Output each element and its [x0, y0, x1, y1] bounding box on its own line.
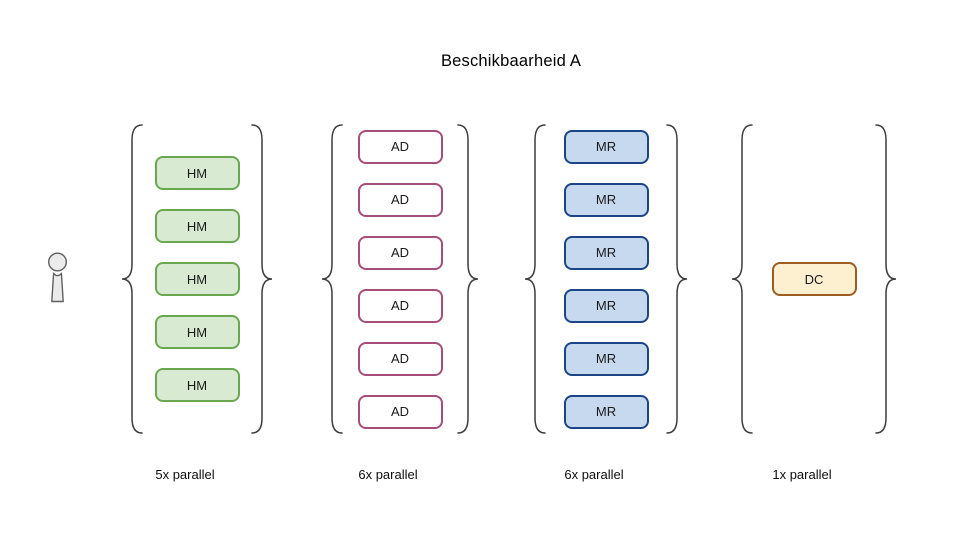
right-brace-icon — [251, 124, 273, 434]
node-ad: AD — [357, 129, 443, 164]
node-ad: AD — [357, 341, 443, 376]
right-brace-icon — [875, 124, 897, 434]
node-ad: AD — [357, 394, 443, 429]
node-hm: HM — [154, 262, 240, 296]
node-mr: MR — [563, 182, 649, 217]
node-hm: HM — [154, 209, 240, 243]
node-hm: HM — [154, 315, 240, 349]
node-mr: MR — [563, 341, 649, 376]
node-stack-hm: HM HM HM HM HM — [143, 124, 251, 434]
node-mr: MR — [563, 235, 649, 270]
node-ad: AD — [357, 182, 443, 217]
left-brace-icon — [731, 124, 753, 434]
right-brace-icon — [666, 124, 688, 434]
node-mr: MR — [563, 394, 649, 429]
node-stack-dc: DC — [753, 124, 875, 434]
node-ad: AD — [357, 288, 443, 323]
group-mr: MR MR MR MR MR MR 6x parallel — [524, 124, 688, 482]
parallel-label-dc: 1x parallel — [772, 467, 832, 482]
right-brace-icon — [457, 124, 479, 434]
parallel-label-mr: 6x parallel — [564, 467, 624, 482]
node-dc: DC — [771, 262, 857, 296]
node-mr: MR — [563, 288, 649, 323]
node-stack-ad: AD AD AD AD AD AD — [343, 124, 457, 434]
group-ad: AD AD AD AD AD AD 6x parallel — [321, 124, 479, 482]
node-ad: AD — [357, 235, 443, 270]
node-mr: MR — [563, 129, 649, 164]
diagram-title: Beschikbaarheid A — [440, 52, 582, 70]
person-icon — [47, 252, 68, 303]
node-stack-mr: MR MR MR MR MR MR — [546, 124, 666, 434]
left-brace-icon — [321, 124, 343, 434]
parallel-label-ad: 6x parallel — [358, 467, 418, 482]
node-hm: HM — [154, 368, 240, 402]
parallel-label-hm: 5x parallel — [155, 467, 215, 482]
group-dc: DC 1x parallel — [731, 124, 897, 482]
node-hm: HM — [154, 156, 240, 190]
left-brace-icon — [524, 124, 546, 434]
left-brace-icon — [121, 124, 143, 434]
group-hm: HM HM HM HM HM 5x parallel — [121, 124, 273, 482]
